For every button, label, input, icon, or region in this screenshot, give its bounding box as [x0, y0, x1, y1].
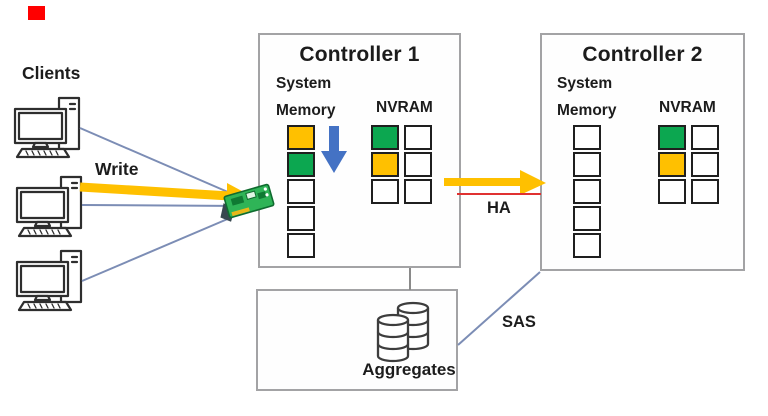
controller1-nvram-right-cells — [404, 125, 432, 204]
controller2-nvram-left-cells — [658, 125, 686, 204]
memory-cell-white — [573, 152, 601, 177]
controller2-title: Controller 2 — [582, 43, 703, 66]
clients-label: Clients — [22, 63, 81, 83]
memory-cell-white — [404, 152, 432, 177]
memory-cell-yellow — [371, 152, 399, 177]
write-arrow — [79, 182, 253, 209]
red-marker-square — [28, 6, 45, 20]
memory-cell-white — [404, 125, 432, 150]
sas-label: SAS — [502, 313, 536, 331]
memory-cell-white — [573, 206, 601, 231]
memory-cell-white — [371, 179, 399, 204]
memory-cell-white — [404, 179, 432, 204]
memory-cell-white — [573, 179, 601, 204]
aggregates-label: Aggregates — [362, 360, 456, 379]
memory-cell-green — [287, 152, 315, 177]
memory-cell-white — [691, 152, 719, 177]
controller2-nvram-right-cells — [691, 125, 719, 204]
memory-cell-green — [658, 125, 686, 150]
memory-cell-yellow — [287, 125, 315, 150]
controller1-title: Controller 1 — [299, 43, 420, 66]
memory-cell-white — [691, 179, 719, 204]
memory-cell-white — [573, 125, 601, 150]
client-computer-icon-2 — [15, 175, 83, 238]
memory-cell-white — [691, 125, 719, 150]
controller1-system-memory-cells — [287, 125, 315, 258]
memory-cell-white — [287, 206, 315, 231]
memory-cell-yellow — [658, 152, 686, 177]
memory-cell-green — [371, 125, 399, 150]
memory-cell-white — [658, 179, 686, 204]
controller2-nvram-label: NVRAM — [659, 99, 716, 116]
write-label: Write — [95, 159, 139, 179]
ha-label: HA — [487, 199, 511, 217]
controller2-system-memory-label: System Memory — [557, 75, 617, 119]
memory-cell-white — [287, 233, 315, 258]
memory-cell-white — [287, 179, 315, 204]
client-computer-icon-1 — [13, 96, 81, 159]
client-computer-icon-3 — [15, 249, 83, 312]
controller2-system-memory-cells — [573, 125, 601, 258]
controller1-nvram-label: NVRAM — [376, 99, 433, 116]
sas-line — [457, 271, 541, 346]
client-connection-lines — [79, 127, 245, 282]
memory-cell-white — [573, 233, 601, 258]
controller1-system-memory-label: System Memory — [276, 75, 336, 119]
controller1-nvram-left-cells — [371, 125, 399, 204]
